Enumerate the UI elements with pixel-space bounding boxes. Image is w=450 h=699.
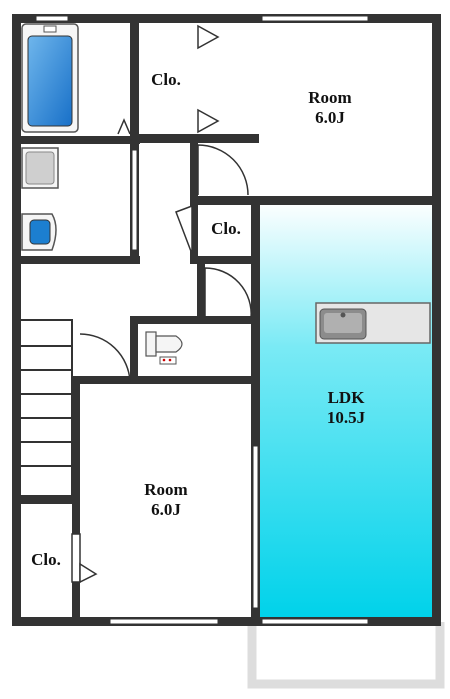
washing-machine: [21, 147, 59, 189]
ldk-name: LDK: [327, 388, 365, 407]
staircase: [19, 319, 73, 497]
kitchen-counter: [315, 302, 431, 344]
closet-lower-label: Clo.: [20, 550, 72, 570]
closet-upper-text: Clo.: [151, 70, 181, 89]
closet-lower-text: Clo.: [31, 550, 61, 569]
room-upper-name: Room: [308, 88, 352, 107]
bathtub: [21, 23, 79, 133]
room-upper-label: Room 6.0J: [270, 88, 390, 128]
room-lower-size: 6.0J: [151, 500, 181, 519]
room-lower-label: Room 6.0J: [106, 480, 226, 520]
closet-doors: [71, 24, 220, 584]
room-upper-size: 6.0J: [315, 108, 345, 127]
ldk-label: LDK 10.5J: [286, 388, 406, 428]
closet-upper-label: Clo.: [140, 70, 192, 90]
closet-middle-label: Clo.: [200, 219, 252, 239]
balcony: [247, 622, 445, 689]
windows: [35, 15, 369, 625]
toilet: [145, 331, 183, 365]
ldk-floor: [258, 201, 434, 618]
walls: [12, 14, 441, 626]
ldk-size: 10.5J: [326, 408, 366, 427]
room-lower-name: Room: [144, 480, 188, 499]
closet-middle-text: Clo.: [211, 219, 241, 238]
doors: [79, 118, 252, 383]
washbasin: [21, 213, 57, 251]
